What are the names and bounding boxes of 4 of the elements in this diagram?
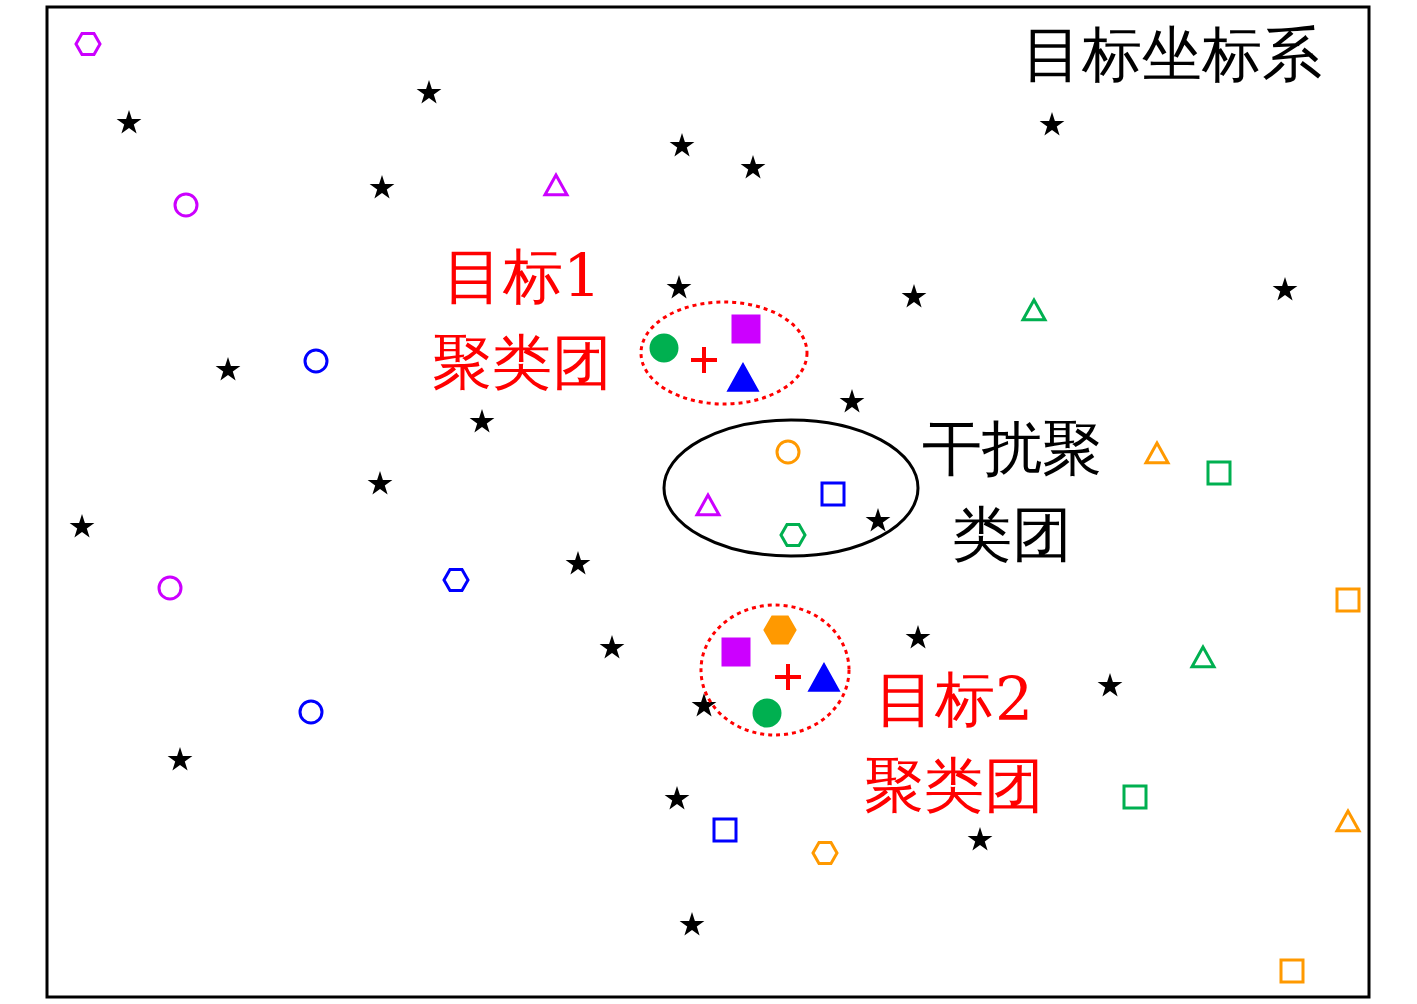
corner-label: 目标坐标系 — [1022, 18, 1322, 90]
cluster-label: 目标2聚类团 — [863, 663, 1045, 822]
cluster-label: 干扰聚类团 — [921, 412, 1103, 571]
cluster-label: 目标1聚类团 — [431, 240, 613, 399]
